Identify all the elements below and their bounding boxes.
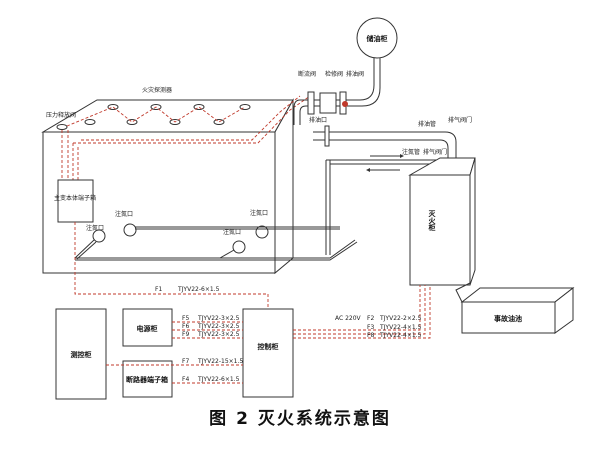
breaker-terminal-box xyxy=(122,360,173,398)
exhaust-valve-label-2: 排气阀门 xyxy=(423,148,447,156)
transformer-terminal-box-label: 主变本体端子箱 xyxy=(54,194,96,202)
oil-conservator-label: 储油柜 xyxy=(366,34,388,43)
oil-drain-valve xyxy=(342,101,348,107)
exhaust-valve-label-1: 排气阀门 xyxy=(448,116,472,124)
figure-caption: 图 2 灭火系统示意图 xyxy=(209,408,391,429)
cable-f4-spec: TJYV22-6×1.5 xyxy=(197,376,240,383)
oil-drain-valve-label: 排油阀 xyxy=(346,70,364,78)
cable-f5-id: F5 xyxy=(182,315,189,322)
nitrogen-inlet-label-3: 注氮口 xyxy=(223,228,241,236)
cable-f8-spec: TJYV22-4×1.5 xyxy=(379,332,422,339)
measurement-cabinet xyxy=(55,308,107,400)
cable-f6-id: F6 xyxy=(182,323,189,330)
cable-f7-id: F7 xyxy=(182,358,189,365)
pressure-relief-valve-label: 压力释放阀 xyxy=(46,111,76,119)
cable-f4-id: F4 xyxy=(182,376,189,383)
accident-oil-pool xyxy=(455,282,575,334)
maintenance-valve xyxy=(319,92,337,114)
cable-f3-spec: TJYV22-4×1.5 xyxy=(379,324,422,331)
cable-f9-id: F9 xyxy=(182,331,189,338)
cable-f3-id: F3 xyxy=(367,324,374,331)
cable-f6-spec: TJYV22-3×2.5 xyxy=(197,323,240,330)
cable-f1-id: F1 xyxy=(155,286,162,293)
nitrogen-pipe-label: 注氮管 xyxy=(402,148,420,156)
cable-f2-spec: TJYV22-2×2.5 xyxy=(379,315,422,322)
fire-detectors xyxy=(56,104,251,130)
nitrogen-inlets xyxy=(74,223,358,261)
power-cabinet-label: 电源柜 xyxy=(137,324,158,333)
cable-f7-spec: TJYV22-15×1.5 xyxy=(197,358,243,365)
oil-conservator xyxy=(356,17,398,59)
measurement-cabinet-label: 测控柜 xyxy=(71,350,92,359)
fire-detector-label: 火灾探测器 xyxy=(142,86,172,94)
cable-f2-id: F2 xyxy=(367,315,374,322)
cable-f9-spec: TJYV22-3×2.5 xyxy=(197,331,240,338)
cable-f1-spec: TJYV22-6×1.5 xyxy=(177,286,220,293)
transformer-terminal-box xyxy=(57,179,94,223)
flow-cutoff-valve-label: 断流阀 xyxy=(298,70,316,78)
drain-pipe-label: 排油管 xyxy=(418,120,436,128)
flow-cutoff-valve xyxy=(307,91,315,115)
drain-port-label: 排油口 xyxy=(309,116,327,124)
breaker-terminal-box-label: 断路器端子箱 xyxy=(126,375,168,384)
fire-cabinet xyxy=(408,157,476,286)
cable-f5-spec: TJYV22-3×2.5 xyxy=(197,315,240,322)
ac-supply-label: AC 220V xyxy=(335,315,362,322)
fire-cabinet-label: 灭火柜 xyxy=(428,210,437,232)
control-cabinet xyxy=(242,308,294,398)
power-cabinet xyxy=(122,308,173,347)
nitrogen-inlet-label-2: 注氮口 xyxy=(115,210,133,218)
nitrogen-inlet-label-4: 注氮口 xyxy=(250,209,268,217)
cable-f8-id: F8 xyxy=(367,332,374,339)
accident-oil-pool-label: 事故油池 xyxy=(494,314,522,323)
nitrogen-inlet-label-1: 注氮口 xyxy=(86,224,104,232)
control-cabinet-label: 控制柜 xyxy=(258,342,279,351)
maintenance-valve-label: 检修阀 xyxy=(325,70,343,78)
